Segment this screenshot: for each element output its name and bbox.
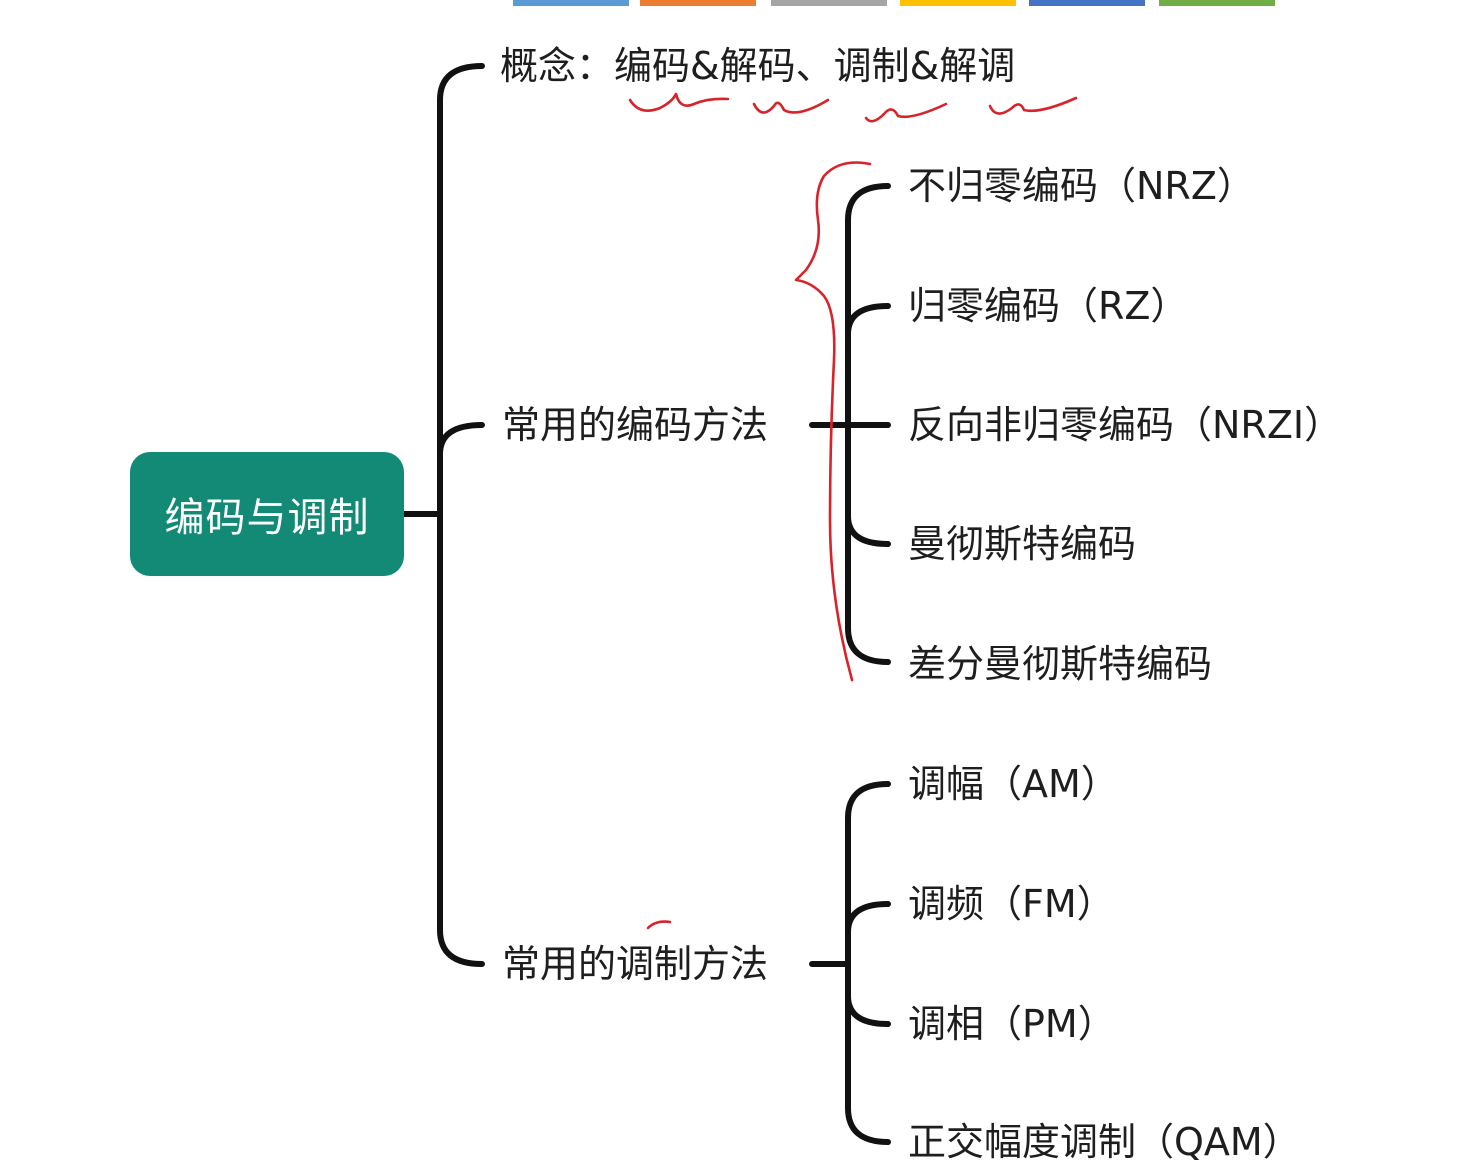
coding-item-nrz: 不归零编码（NRZ）: [908, 164, 1255, 208]
annotation-squiggle-2: [752, 98, 830, 114]
annotation-tick: [646, 920, 672, 930]
color-strip-5: [1029, 0, 1145, 6]
annotation-squiggle-3: [864, 102, 948, 123]
coding-methods-node: 常用的编码方法: [502, 403, 769, 447]
coding-item-manchester: 曼彻斯特编码: [908, 522, 1137, 566]
color-strip-6: [1159, 0, 1275, 6]
annotation-brace: [794, 161, 872, 682]
coding-item-nrzi: 反向非归零编码（NRZI）: [908, 403, 1343, 447]
annotation-squiggle-1: [628, 92, 730, 112]
modulation-item-pm: 调相（PM）: [908, 1002, 1116, 1046]
concept-node: 概念：编码&解码、调制&解调: [500, 44, 1016, 88]
root-node: 编码与调制: [130, 452, 404, 576]
connector-main-spine: [437, 63, 485, 967]
color-strip-1: [513, 0, 629, 6]
modulation-methods-node: 常用的调制方法: [502, 942, 769, 986]
root-node-label: 编码与调制: [164, 495, 370, 541]
coding-item-diff-manchester: 差分曼彻斯特编码: [908, 642, 1213, 686]
color-strip-2: [640, 0, 756, 6]
modulation-item-am: 调幅（AM）: [908, 762, 1119, 806]
connector-coding: [437, 422, 485, 457]
color-strip-4: [900, 0, 1016, 6]
connector-rz: [845, 303, 891, 337]
connector-fm: [845, 901, 891, 935]
modulation-item-qam: 正交幅度调制（QAM）: [908, 1120, 1301, 1164]
annotation-squiggle-4: [988, 96, 1078, 115]
color-strip-3: [771, 0, 887, 6]
connector-manchester: [845, 513, 891, 547]
connector-pm: [845, 993, 891, 1027]
modulation-item-fm: 调频（FM）: [908, 882, 1115, 926]
connector-modulation-spine: [845, 781, 891, 1145]
coding-item-rz: 归零编码（RZ）: [908, 284, 1189, 328]
